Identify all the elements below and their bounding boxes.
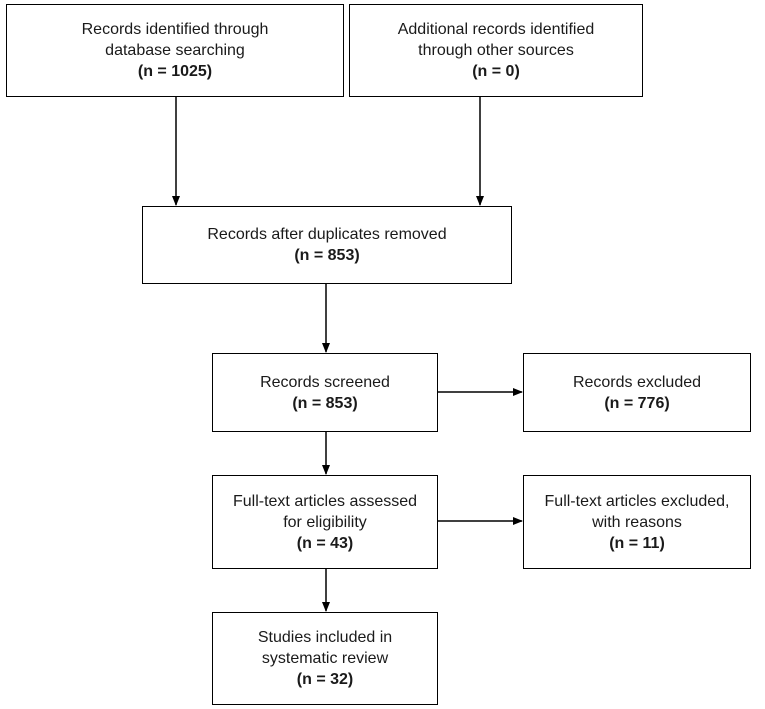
box-text-line: with reasons <box>592 513 682 531</box>
box-text-line: Records excluded <box>572 373 702 391</box>
box-records-screened: Records screened (n = 853) <box>212 353 438 432</box>
box-count: (n = 32) <box>296 671 354 688</box>
box-text-line: systematic review <box>261 650 389 667</box>
box-text-line: Additional records identified <box>397 21 595 38</box>
box-text-line: Studies included in <box>257 629 393 646</box>
box-text-line: database searching <box>105 42 245 59</box>
box-text-line: Full-text articles assessed <box>232 492 418 510</box>
box-text-line: through other sources <box>418 42 574 59</box>
box-count: (n = 1025) <box>137 63 213 80</box>
box-text-line: Records after duplicates removed <box>207 226 447 243</box>
box-studies-included: Studies included in systematic review (n… <box>212 612 438 705</box>
box-text-line: Full-text articles excluded, <box>544 492 730 510</box>
box-records-excluded: Records excluded (n = 776) <box>523 353 751 432</box>
box-records-identified-database: Records identified through database sear… <box>6 4 344 97</box>
box-fulltext-excluded: Full-text articles excluded, with reason… <box>523 475 751 569</box>
box-text-line: Records screened <box>260 373 390 391</box>
box-count: (n = 43) <box>296 534 354 552</box>
box-count: (n = 11) <box>609 534 665 552</box>
box-count: (n = 0) <box>472 63 520 80</box>
box-count: (n = 853) <box>294 247 360 264</box>
box-fulltext-assessed: Full-text articles assessed for eligibil… <box>212 475 438 569</box>
box-count: (n = 776) <box>604 394 670 412</box>
box-count: (n = 853) <box>292 394 358 412</box>
box-text-line: Records identified through <box>81 21 269 38</box>
box-records-after-duplicates: Records after duplicates removed (n = 85… <box>142 206 512 284</box>
box-text-line: for eligibility <box>283 513 367 531</box>
box-additional-records-other-sources: Additional records identified through ot… <box>349 4 643 97</box>
